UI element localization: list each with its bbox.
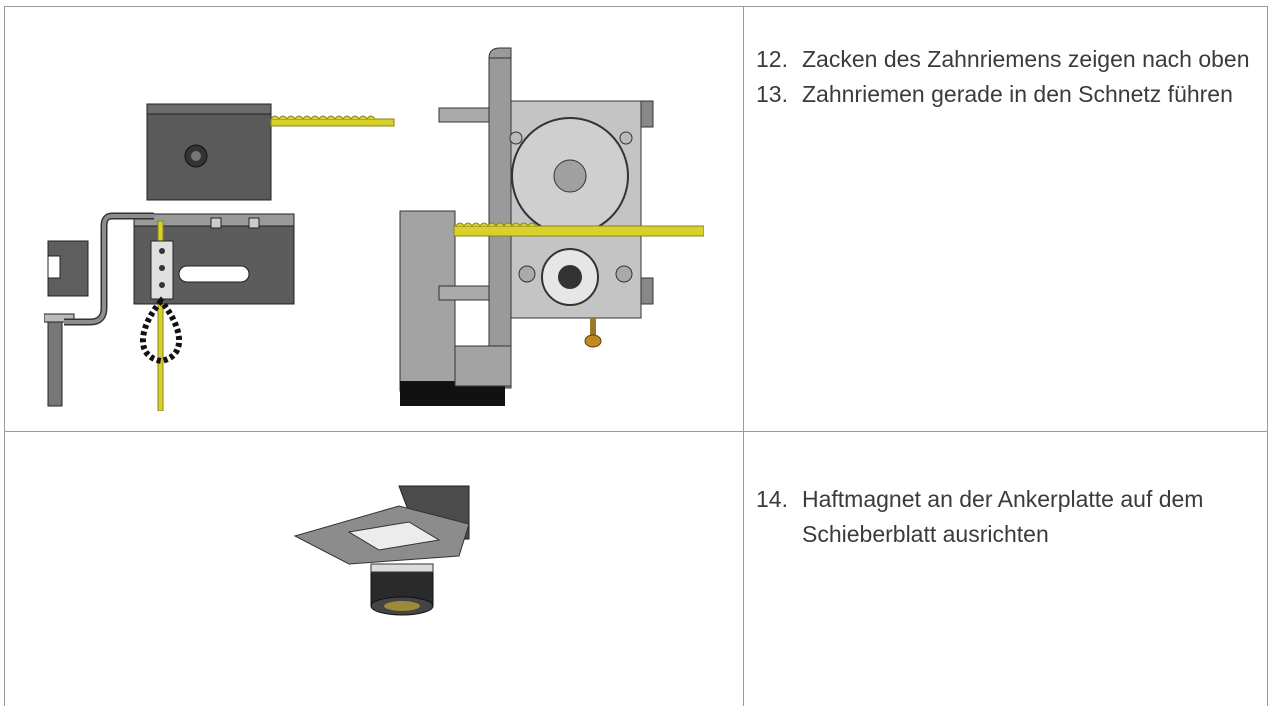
- table-row-divider: [4, 431, 1268, 432]
- table-border-left: [4, 6, 5, 706]
- instruction-table: 12. Zacken des Zahnriemens zeigen nach o…: [4, 6, 1268, 706]
- list-item: 13. Zahnriemen gerade in den Schnetz füh…: [756, 77, 1256, 112]
- step-number: 12.: [756, 46, 788, 72]
- table-border-right: [1267, 6, 1268, 706]
- step-list-1: 12. Zacken des Zahnriemens zeigen nach o…: [756, 42, 1256, 112]
- belt-mechanism-image: [44, 47, 704, 411]
- step-text: Zacken des Zahnriemens zeigen nach oben: [802, 46, 1250, 72]
- list-item: 14. Haftmagnet an der Ankerplatte auf de…: [756, 482, 1256, 552]
- step-list-2: 14. Haftmagnet an der Ankerplatte auf de…: [756, 482, 1256, 552]
- step-text: Zahnriemen gerade in den Schnetz führen: [802, 81, 1233, 107]
- list-item: 12. Zacken des Zahnriemens zeigen nach o…: [756, 42, 1256, 77]
- step-number: 14.: [756, 486, 788, 512]
- holding-magnet-image: [293, 485, 470, 616]
- step-number: 13.: [756, 81, 788, 107]
- step-text: Haftmagnet an der Ankerplatte auf dem Sc…: [802, 486, 1204, 547]
- table-border-top: [4, 6, 1268, 7]
- table-column-divider: [743, 6, 744, 706]
